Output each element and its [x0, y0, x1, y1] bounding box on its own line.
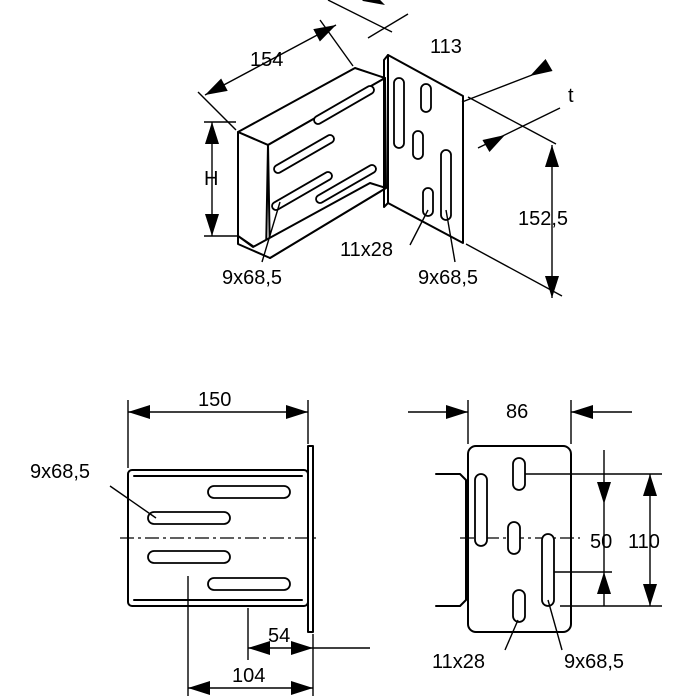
plate-slot-long: [440, 149, 452, 221]
isometric-view: 154 113 t H 152,5 9x68,5 11x28 9x68,5: [197, 0, 574, 298]
side-view: 150 9x68,5 54 104: [30, 389, 370, 696]
base-channel-bottom: [237, 182, 387, 259]
plate-slot-long: [393, 77, 405, 149]
label-side-width-150: 150: [198, 389, 231, 411]
label-thickness-t: t: [568, 85, 574, 107]
front-view: 86 50 110 11x28 9x68,5: [408, 400, 662, 673]
dim-line-154: [204, 24, 337, 96]
side-view-plate: [307, 445, 314, 633]
label-side-slot: 9x68,5: [30, 461, 90, 483]
front-view-flange: [435, 473, 467, 607]
front-slot-small: [507, 521, 521, 555]
label-spacing-110: 110: [628, 531, 660, 553]
base-slot: [315, 164, 377, 204]
base-slot: [313, 85, 375, 125]
label-height-H: H: [204, 168, 218, 190]
base-slot: [273, 134, 335, 174]
side-slot: [207, 577, 291, 591]
label-width-154: 154: [250, 49, 283, 71]
side-view-slots: [147, 485, 291, 591]
front-slot-small: [512, 457, 526, 491]
front-slot-long: [474, 473, 488, 547]
front-slot-small: [512, 589, 526, 623]
base-channel-back-edge: [237, 131, 269, 256]
base-slot: [271, 171, 333, 211]
base-slots: [271, 85, 377, 211]
label-plate-width-113: 113: [430, 36, 462, 58]
label-plate-height-152-5: 152,5: [518, 208, 568, 230]
label-front-width-86: 86: [506, 401, 528, 423]
mounting-plate-edge: [383, 54, 389, 208]
label-front-slot-long: 9x68,5: [564, 651, 624, 673]
label-spacing-50: 50: [590, 531, 612, 553]
label-front-slot-small: 11x28: [432, 651, 485, 673]
label-offset-54: 54: [268, 625, 290, 647]
plate-slots: [393, 77, 452, 221]
plate-slot-small: [412, 130, 424, 160]
side-slot: [207, 485, 291, 499]
label-plate-slot-small: 11x28: [340, 239, 393, 261]
side-slot: [147, 550, 231, 564]
front-slot-long: [541, 533, 555, 607]
plate-slot-small: [420, 83, 432, 113]
plate-slot-small: [422, 187, 434, 217]
label-base-slot: 9x68,5: [222, 267, 282, 289]
front-view-slots: [474, 457, 555, 623]
label-plate-slot-long: 9x68,5: [418, 267, 478, 289]
side-slot: [147, 511, 231, 525]
label-length-104: 104: [232, 665, 265, 687]
